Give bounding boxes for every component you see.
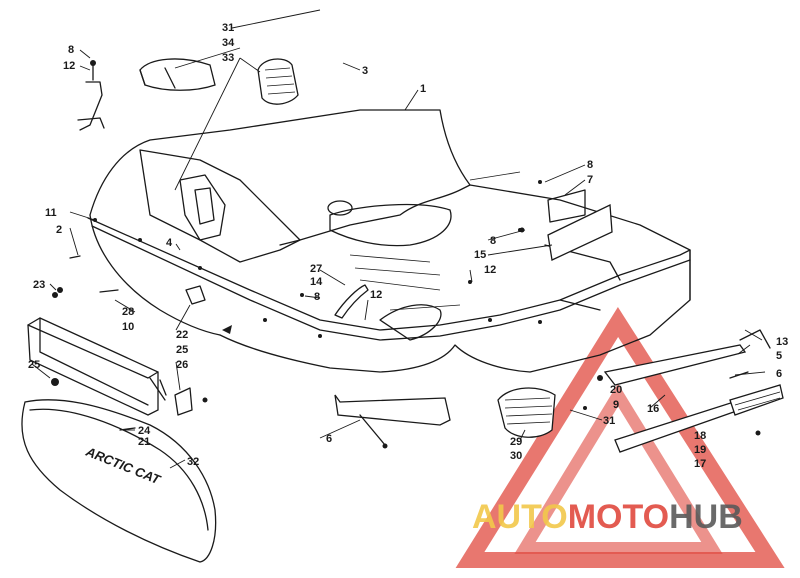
watermark-auto: AUTO bbox=[472, 498, 568, 536]
callout-3: 3 bbox=[362, 65, 368, 77]
callout-17: 17 bbox=[694, 458, 706, 470]
inner-bracket bbox=[179, 174, 226, 241]
center-skid bbox=[334, 394, 451, 449]
watermark-hub: HUB bbox=[669, 498, 743, 536]
callout-11: 11 bbox=[45, 207, 57, 219]
rear-side-panel bbox=[469, 184, 691, 301]
callout-26: 26 bbox=[176, 359, 188, 371]
callout-8-topleft: 8 bbox=[68, 44, 74, 56]
callout-16: 16 bbox=[647, 403, 659, 415]
callout-30: 30 bbox=[510, 450, 522, 462]
callout-27: 27 bbox=[310, 263, 322, 275]
callout-31-right: 31 bbox=[603, 415, 615, 427]
callout-33: 33 bbox=[222, 52, 234, 64]
callout-13: 13 bbox=[776, 336, 788, 348]
hood-handle bbox=[300, 284, 369, 319]
hood-lower-edge-inner bbox=[91, 225, 691, 341]
inner-bracket-slot bbox=[194, 187, 215, 225]
bolts bbox=[52, 255, 761, 436]
callout-28: 28 bbox=[122, 306, 134, 318]
callout-24: 24 bbox=[138, 425, 151, 437]
svg-text:AUTOMOTOHUB: AUTOMOTOHUB bbox=[472, 498, 743, 536]
callout-6-center: 6 bbox=[326, 433, 332, 445]
gauge-hole bbox=[327, 200, 353, 216]
callout-12-handle: 12 bbox=[370, 289, 382, 301]
dash-cavity bbox=[139, 149, 301, 263]
callout-12-mid: 12 bbox=[484, 264, 496, 276]
callout-20: 20 bbox=[610, 384, 622, 396]
callout-22: 22 bbox=[176, 329, 188, 341]
clip-left bbox=[77, 60, 105, 131]
belly-pan-outline bbox=[219, 249, 691, 373]
callout-31-top: 31 bbox=[222, 22, 234, 34]
callout-1: 1 bbox=[420, 83, 426, 95]
mount-brackets bbox=[149, 285, 208, 416]
callout-7: 7 bbox=[587, 174, 593, 186]
leader-lines bbox=[31, 9, 766, 469]
right-rail bbox=[603, 329, 784, 453]
callout-labels: 1 2 3 4 5 6 6 7 8 8 8 8 9 10 11 12 12 12… bbox=[28, 22, 788, 470]
watermark-text: AUTOMOTOHUB bbox=[472, 498, 743, 536]
callout-5: 5 bbox=[776, 350, 782, 362]
callout-8-handle: 8 bbox=[314, 291, 320, 303]
callout-4: 4 bbox=[166, 237, 173, 249]
callout-8-mid: 8 bbox=[490, 235, 496, 247]
belly-cutout bbox=[379, 304, 442, 341]
callout-15: 15 bbox=[474, 249, 486, 261]
callout-6-right: 6 bbox=[776, 368, 782, 380]
tunnel-opening bbox=[329, 203, 452, 247]
watermark-triangle-inner bbox=[514, 383, 723, 554]
watermark-logo bbox=[455, 306, 785, 568]
hood-nose-outline bbox=[89, 214, 221, 336]
belly-ribs bbox=[349, 171, 521, 311]
callout-29: 29 bbox=[510, 436, 522, 448]
hood-assembly bbox=[87, 109, 691, 373]
hood-lower-edge bbox=[87, 217, 691, 331]
callout-21: 21 bbox=[138, 436, 150, 448]
watermark-moto: MOTO bbox=[568, 498, 669, 536]
callout-10: 10 bbox=[122, 321, 134, 333]
arrow-marker bbox=[222, 325, 232, 334]
hood-top-outline bbox=[89, 109, 471, 246]
boot-top bbox=[257, 58, 299, 105]
callout-9: 9 bbox=[613, 399, 619, 411]
callout-2: 2 bbox=[56, 224, 62, 236]
rear-boot bbox=[497, 387, 556, 438]
callout-25-center: 25 bbox=[176, 344, 188, 356]
nose-cone: ARCTIC CAT bbox=[21, 399, 217, 563]
watermark-triangle-outer bbox=[455, 306, 785, 568]
callout-8-upperright: 8 bbox=[587, 159, 593, 171]
callout-34: 34 bbox=[222, 37, 235, 49]
callout-18: 18 bbox=[694, 430, 706, 442]
callout-19: 19 bbox=[694, 444, 706, 456]
callout-23: 23 bbox=[33, 279, 45, 291]
callout-12-topleft: 12 bbox=[63, 60, 75, 72]
callout-32: 32 bbox=[187, 456, 199, 468]
headlight-cover bbox=[139, 58, 216, 91]
callout-14: 14 bbox=[310, 276, 323, 288]
callout-25-left: 25 bbox=[28, 359, 40, 371]
bumper-bar bbox=[27, 287, 159, 416]
